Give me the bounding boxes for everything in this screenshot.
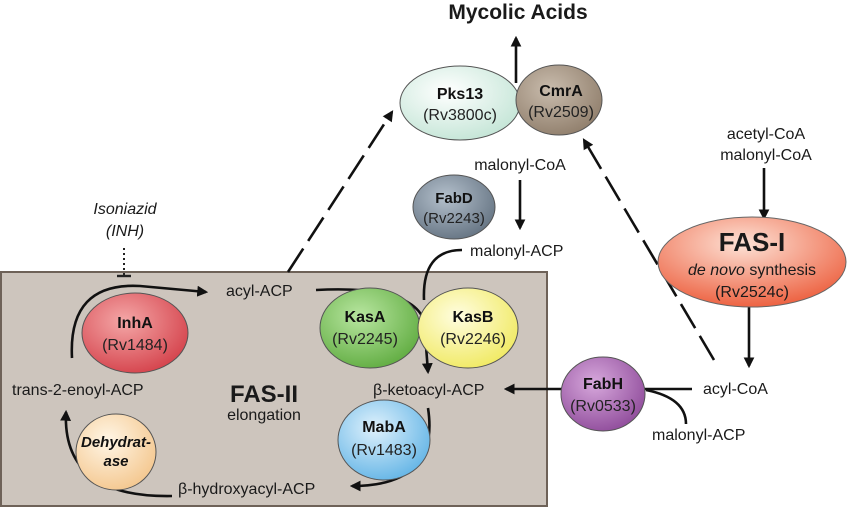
maba-ellipse (337, 399, 431, 481)
enoyl-acp-label: trans-2-enoyl-ACP (12, 382, 144, 399)
acyl-coa-label: acyl-CoA (703, 381, 768, 398)
fas1-rest: synthesis (745, 262, 816, 279)
arrow-enoyl-to-acyl-acp (70, 284, 209, 359)
kasa-name: KasA (345, 309, 386, 326)
fabd-ellipse (412, 174, 496, 240)
pks13-name: Pks13 (437, 86, 483, 103)
fas1-title: FAS-I (719, 227, 785, 257)
kasa-ellipse (319, 287, 421, 369)
fabd-gene: (Rv2243) (423, 210, 485, 227)
kasa-gene: (Rv2245) (332, 331, 398, 348)
malonyl-coa-label: malonyl-CoA (474, 157, 566, 174)
kasb-gene: (Rv2246) (440, 331, 506, 348)
maba-name: MabA (362, 419, 406, 436)
fas1-ellipse (657, 216, 847, 308)
inh-label: (INH) (106, 223, 144, 240)
kasb-name: KasB (453, 309, 494, 326)
malonyl-acp-bottom-label: malonyl-ACP (652, 427, 745, 444)
ketoacyl-acp-label: β-ketoacyl-ACP (373, 382, 484, 399)
fabh-ellipse (560, 356, 646, 432)
kasb-ellipse (417, 287, 519, 369)
dashed-arrow-acyl-coa-to-pks13 (582, 138, 716, 361)
fas1-gene: (Rv2524c) (715, 284, 789, 301)
title-mycolic-acids: Mycolic Acids (448, 1, 587, 24)
dashed-arrow-acyl-acp-to-pks13 (286, 110, 394, 273)
fas1-line1: de novo synthesis (688, 262, 816, 279)
inha-gene: (Rv1484) (102, 337, 168, 354)
malonyl-acp-top-label: malonyl-ACP (470, 243, 563, 260)
curve-malonyl-acp-kas (422, 248, 463, 301)
fas2-subtitle: elongation (227, 407, 301, 424)
cmra-ellipse (515, 64, 603, 136)
pks13-gene: (Rv3800c) (423, 107, 497, 124)
fabh-name: FabH (583, 376, 623, 393)
maba-gene: (Rv1483) (351, 442, 417, 459)
inha-ellipse (81, 292, 189, 374)
fas2-title: FAS-II (230, 381, 298, 408)
hydroxyacyl-acp-label: β-hydroxyacyl-ACP (178, 481, 315, 498)
fas1-italic: de novo (688, 262, 745, 279)
inha-name: InhA (117, 315, 153, 332)
fabh-gene: (Rv0533) (570, 398, 636, 415)
pks13-ellipse (399, 65, 521, 141)
acyl-acp-label: acyl-ACP (226, 283, 293, 300)
malonyl-coa-right-label: malonyl-CoA (720, 147, 812, 164)
cmra-name: CmrA (539, 83, 583, 100)
fabd-name: FabD (435, 190, 473, 207)
dehydratase-line2: ase (103, 453, 128, 470)
isoniazid-label: Isoniazid (93, 201, 157, 218)
dehydratase-ellipse (75, 413, 157, 491)
cmra-gene: (Rv2509) (528, 104, 594, 121)
curve-malonyl-acp-fabh (645, 388, 688, 425)
acetyl-coa-label: acetyl-CoA (727, 126, 806, 143)
dehydratase-line1: Dehydrat- (81, 434, 151, 451)
